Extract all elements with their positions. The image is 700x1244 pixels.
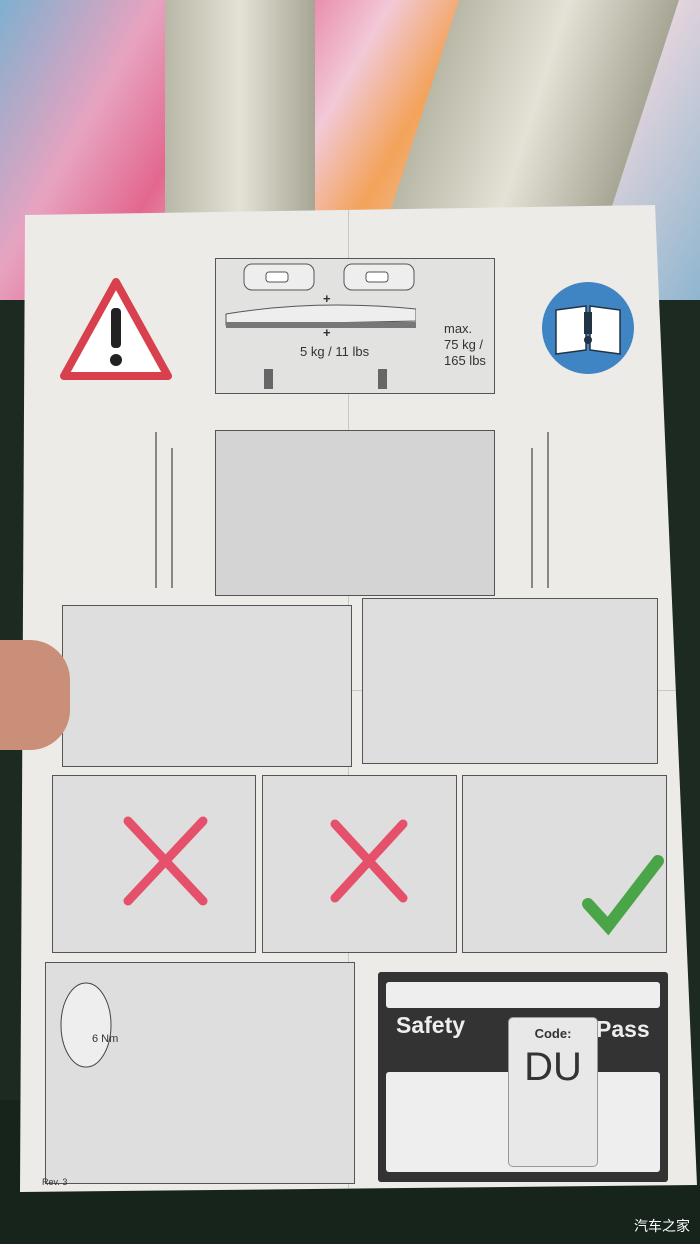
plus-sign: + — [323, 325, 331, 340]
torque-panel: 6 Nm — [45, 962, 355, 1184]
step-panel-correct — [462, 775, 667, 953]
code-label: Code: — [534, 1026, 572, 1041]
feet-weight-label: 5 kg / 11 lbs — [300, 344, 370, 359]
max-lbs-label: 165 lbs — [444, 353, 486, 368]
roof-rail-bar — [165, 0, 315, 230]
fold-line — [20, 690, 697, 691]
step-panel-insert-left — [62, 605, 352, 767]
roof-box-and-bars-icon — [225, 263, 416, 389]
torque-label: 6 Nm — [92, 1033, 119, 1045]
step-panel-wrong-2 — [262, 775, 457, 953]
torque-detail-icon — [60, 982, 112, 1068]
revision-label: Rev. 3 — [42, 1177, 68, 1187]
step-panel-wrong-1 — [52, 775, 256, 953]
max-label: max. — [444, 321, 473, 336]
foot-attachment-photo-panel — [215, 430, 495, 596]
watermark: 汽车之家 — [634, 1218, 690, 1234]
pass-text: Pass — [596, 1016, 650, 1042]
code-value: DU — [524, 1045, 582, 1089]
safety-pass-label: Safety Pass Code: DU — [378, 972, 668, 1182]
step-panel-insert-right — [362, 598, 658, 764]
safety-text: Safety — [396, 1012, 466, 1038]
cross-mark-icon — [330, 819, 408, 903]
load-limit-panel: + + 5 kg / 11 lbs max. 75 kg / 165 lbs — [215, 258, 495, 394]
code-card: Code: DU — [508, 1017, 598, 1167]
label-blank-field — [386, 982, 660, 1008]
check-mark-icon — [582, 855, 664, 936]
plus-sign: + — [323, 291, 331, 306]
warning-triangle-icon — [60, 278, 172, 380]
cross-mark-icon — [123, 816, 208, 906]
read-manual-book-icon — [542, 282, 634, 374]
max-kg-label: 75 kg / — [444, 337, 484, 352]
hand — [0, 640, 70, 750]
